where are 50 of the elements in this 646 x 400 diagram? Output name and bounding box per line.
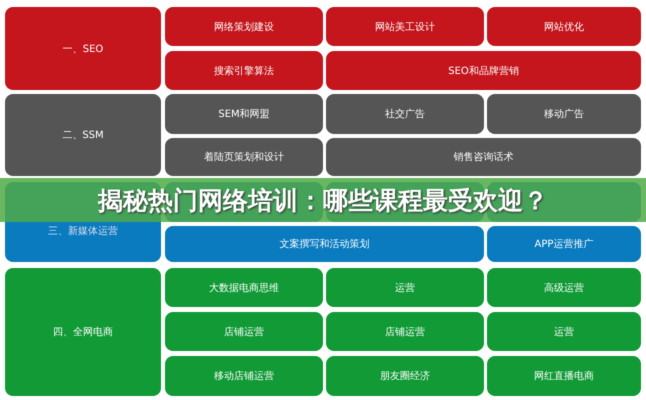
course-box [487, 356, 641, 396]
course-name: 销售咨询话术 [454, 150, 514, 164]
course-name: SEM和网盟 [218, 108, 270, 121]
course-box [326, 51, 641, 90]
course-box [165, 51, 323, 90]
course-box [165, 226, 484, 262]
category-box [5, 268, 161, 396]
course-name: 移动店铺运营 [214, 370, 274, 383]
category-title: 三、新媒体运营 [48, 224, 118, 238]
course-box [487, 7, 641, 46]
course-box [165, 94, 323, 134]
course-name: APP运营推广 [534, 238, 594, 251]
course-name: 大数据电商思维 [209, 282, 279, 294]
course-box [326, 312, 484, 351]
course-box [165, 7, 323, 46]
course-name: 运营 [554, 326, 574, 338]
course-name: 高级运营 [544, 282, 584, 294]
course-box [165, 268, 323, 307]
course-name: 着陆页策划和设计 [204, 150, 284, 164]
course-box [165, 138, 323, 176]
course-box [326, 94, 484, 134]
course-name: 网站优化 [544, 20, 584, 34]
course-box [326, 138, 641, 176]
course-name: 社交广告 [385, 108, 425, 121]
course-name: 网红直播电商 [534, 370, 594, 383]
category-title: 四、全网电商 [53, 326, 113, 339]
course-name: 搜索引擎算法 [214, 64, 274, 78]
course-name: 店铺运营 [224, 326, 264, 338]
course-name: 移动广告 [544, 108, 584, 121]
category-box [5, 7, 161, 90]
category-box [5, 94, 161, 176]
course-box [487, 312, 641, 351]
course-name: 网站美工设计 [375, 20, 435, 34]
course-box [326, 356, 484, 396]
course-box [487, 94, 641, 134]
course-name: 运营 [395, 282, 415, 294]
course-box [326, 7, 484, 46]
course-box [487, 226, 641, 262]
course-box [165, 356, 323, 396]
course-box [487, 268, 641, 307]
category-title: 一、SEO [62, 42, 104, 56]
course-name: 店铺运营 [385, 326, 425, 338]
course-name: 朋友圈经济 [380, 370, 430, 383]
category-title: 二、SSM [62, 129, 104, 142]
course-name: 文案撰写和活动策划 [280, 238, 370, 251]
course-box [165, 312, 323, 351]
title: 揭秘热门网络培训：哪些课程最受欢迎？ [98, 184, 548, 216]
course-name: SEO和品牌营销 [448, 64, 519, 78]
course-name: 网络策划建设 [214, 20, 274, 34]
course-box [326, 268, 484, 307]
